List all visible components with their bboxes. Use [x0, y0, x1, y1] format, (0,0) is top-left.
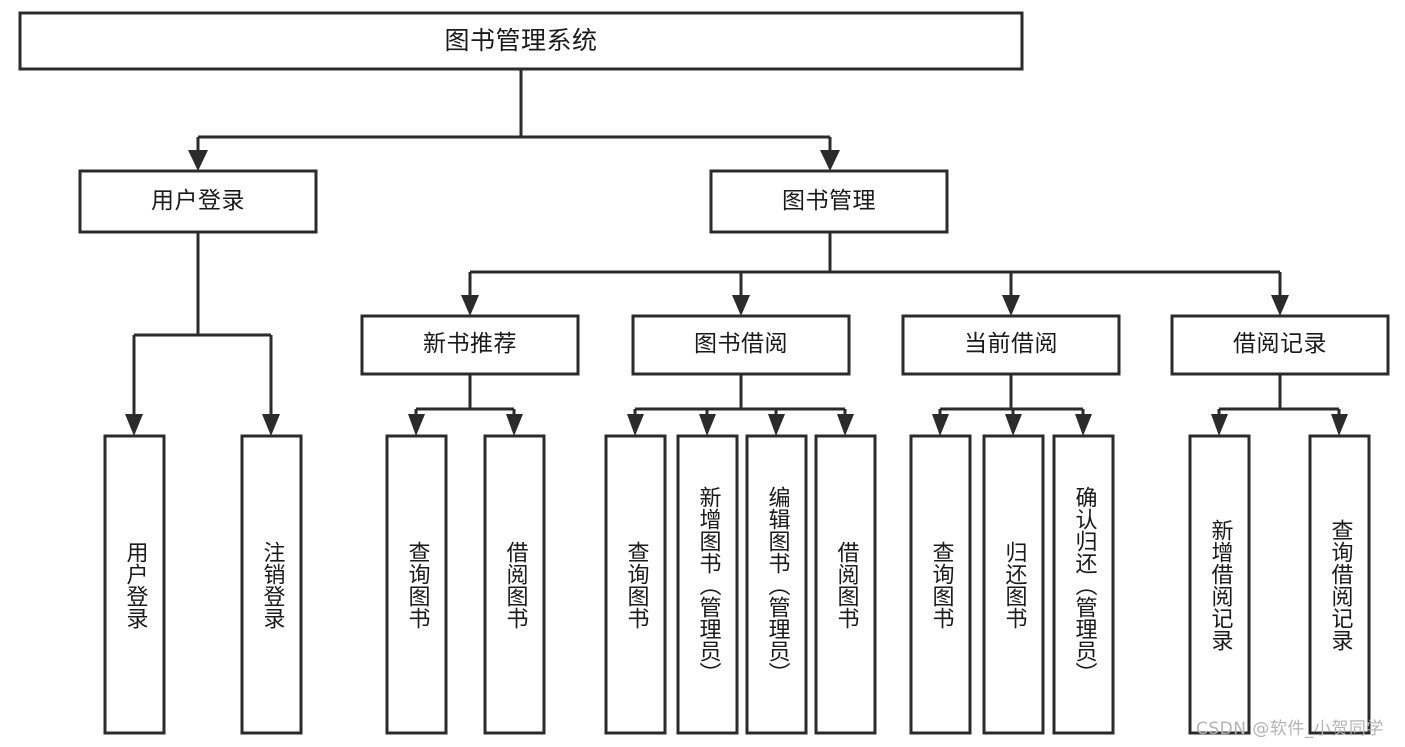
node-box-leaf-query-book-rec[interactable] — [385, 434, 448, 735]
node-box-book-manage[interactable] — [709, 169, 949, 234]
connector-group-borrow-record — [1211, 374, 1348, 436]
arrow-head-leaf-query-book-cur — [932, 414, 949, 436]
connector-group-book-borrow — [627, 374, 854, 436]
arrow-head-leaf-borrow-book-rec — [506, 414, 523, 436]
node-box-leaf-query-record[interactable] — [1308, 434, 1371, 735]
arrow-head-user-login — [188, 150, 208, 171]
connector-group-current-borrow — [932, 374, 1092, 436]
arrow-head-leaf-confirm-return — [1075, 414, 1092, 436]
arrow-head-leaf-borrow-book — [837, 414, 854, 436]
arrow-head-current-borrow — [1002, 295, 1020, 316]
node-box-book-borrow[interactable] — [631, 314, 851, 376]
arrow-head-book-manage — [820, 150, 840, 171]
node-box-leaf-query-book-cur[interactable] — [909, 434, 972, 735]
arrow-head-leaf-query-book-rec — [408, 414, 425, 436]
arrow-head-leaf-user-logout — [262, 414, 280, 436]
connector-group-new-book-rec — [408, 374, 523, 436]
node-box-leaf-user-login[interactable] — [103, 434, 166, 735]
node-box-root[interactable] — [18, 11, 1024, 71]
arrow-head-leaf-query-book-borrow — [627, 414, 644, 436]
arrow-head-leaf-user-login — [125, 414, 143, 436]
arrow-head-leaf-return-book — [1005, 414, 1022, 436]
node-box-leaf-confirm-return[interactable] — [1052, 434, 1115, 735]
node-box-new-book-rec[interactable] — [360, 314, 580, 376]
node-box-borrow-record[interactable] — [1170, 314, 1390, 376]
arrow-head-leaf-add-record — [1211, 414, 1228, 436]
node-box-leaf-add-record[interactable] — [1188, 434, 1251, 735]
node-box-leaf-query-book-borrow[interactable] — [604, 434, 667, 735]
node-box-leaf-edit-book[interactable] — [745, 434, 808, 735]
connector-group-book-manage — [461, 232, 1289, 316]
arrow-head-new-book-rec — [461, 295, 479, 316]
node-box-leaf-add-book[interactable] — [676, 434, 739, 735]
connector-group-root — [188, 69, 840, 171]
node-box-leaf-borrow-book-rec[interactable] — [483, 434, 546, 735]
arrow-head-book-borrow — [732, 295, 750, 316]
arrow-head-borrow-record — [1271, 295, 1289, 316]
node-box-leaf-user-logout[interactable] — [240, 434, 303, 735]
node-box-user-login[interactable] — [78, 169, 318, 234]
arrow-head-leaf-query-record — [1331, 414, 1348, 436]
arrow-head-leaf-edit-book — [768, 414, 785, 436]
csdn-watermark: CSDN @软件_小贺同学 — [1196, 719, 1384, 739]
node-box-current-borrow[interactable] — [901, 314, 1121, 376]
node-box-leaf-return-book[interactable] — [982, 434, 1045, 735]
connector-group-user-login — [125, 232, 280, 436]
node-box-leaf-borrow-book[interactable] — [814, 434, 877, 735]
arrow-head-leaf-add-book — [699, 414, 716, 436]
